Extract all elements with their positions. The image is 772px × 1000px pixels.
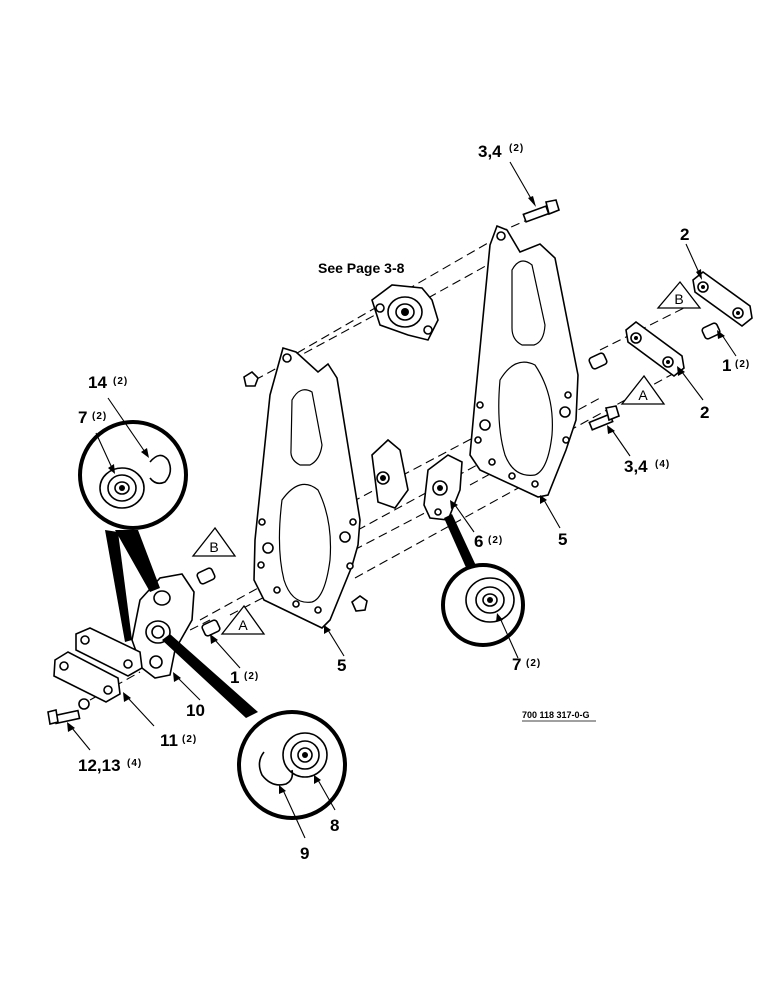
detail-circle-right — [441, 514, 525, 647]
marker-triangle-b-left: B — [191, 526, 237, 557]
bracket-part-6 — [423, 454, 463, 521]
marker-triangle-a-left: A — [220, 604, 266, 635]
callout-qty: (2) — [113, 376, 128, 387]
marker-triangle-a-right: A — [620, 374, 666, 405]
detail-circle-bottom — [162, 634, 347, 820]
callout-2-mid: 2 — [700, 403, 709, 422]
marker-label: A — [638, 387, 648, 403]
callout-1-left: 1 — [230, 668, 239, 687]
drawing-number: 700 118 317-0-G — [522, 710, 590, 720]
callout-1-right: 1 — [722, 356, 731, 375]
callout-14: 14 — [88, 373, 107, 392]
callout-qty: (4) — [655, 459, 670, 470]
callout-qty: (2) — [735, 359, 750, 370]
marker-label: B — [674, 291, 683, 307]
callout-qty: (2) — [488, 535, 503, 546]
leader-lines — [67, 161, 737, 839]
nuts — [243, 370, 368, 612]
see-page-note: See Page 3-8 — [318, 260, 405, 276]
callout-11: 11 — [160, 731, 178, 750]
callout-3-4-right: 3,4 — [624, 457, 648, 476]
bolt-top — [522, 199, 560, 223]
callout-qty: (2) — [509, 143, 524, 154]
bushings — [196, 322, 721, 637]
callout-7-left: 7 — [78, 408, 87, 427]
callout-7-right: 7 — [512, 655, 521, 674]
links-part-11 — [53, 627, 143, 703]
bolt-right — [588, 405, 620, 431]
callout-5-right: 5 — [558, 530, 567, 549]
center-block — [371, 438, 409, 509]
callout-3-4-top: 3,4 — [478, 142, 502, 161]
arm-part-10 — [131, 573, 195, 679]
marker-label: B — [209, 539, 218, 555]
callout-12-13: 12,13 — [78, 756, 121, 775]
callout-9: 9 — [300, 844, 309, 863]
detail-circle-top-left — [78, 420, 188, 642]
callout-8: 8 — [330, 816, 339, 835]
marker-label: A — [238, 617, 248, 633]
callout-qty: (2) — [526, 658, 541, 669]
callout-10: 10 — [186, 701, 205, 720]
callout-6: 6 — [474, 532, 483, 551]
side-plate-right — [469, 224, 579, 498]
side-plate-left — [253, 346, 361, 629]
marker-triangle-b-right: B — [656, 280, 702, 309]
callout-qty: (2) — [182, 734, 197, 745]
callout-2-top: 2 — [680, 225, 689, 244]
bolt-left — [47, 698, 90, 725]
link-top-right — [692, 270, 753, 328]
callout-qty: (4) — [127, 758, 142, 769]
callout-5-left: 5 — [337, 656, 346, 675]
callout-qty: (2) — [244, 671, 259, 682]
flange-bearing — [371, 284, 439, 341]
callout-qty: (2) — [92, 411, 107, 422]
link-mid-right — [625, 320, 685, 378]
